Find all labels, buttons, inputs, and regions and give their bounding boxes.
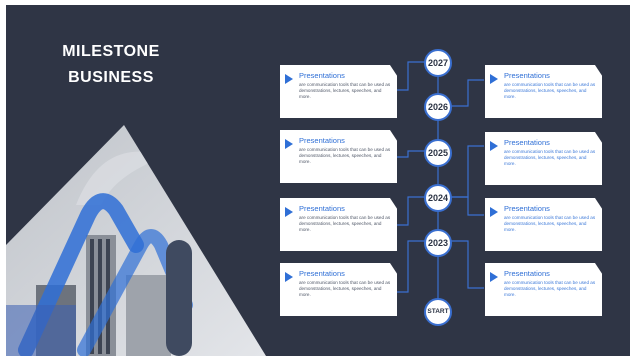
play-triangle-icon bbox=[285, 74, 293, 84]
play-triangle-icon bbox=[285, 272, 293, 282]
card-description: are communication tools that can be used… bbox=[299, 147, 391, 164]
milestone-card-left: Presentations are communication tools th… bbox=[280, 263, 397, 316]
card-title: Presentations bbox=[299, 269, 345, 278]
milestone-card-left: Presentations are communication tools th… bbox=[280, 65, 397, 118]
play-triangle-icon bbox=[490, 141, 498, 151]
milestone-card-right: Presentations are communication tools th… bbox=[485, 65, 602, 118]
card-description: are communication tools that can be used… bbox=[299, 82, 391, 99]
slide-title-line1: MILESTONE bbox=[62, 43, 160, 60]
card-title: Presentations bbox=[504, 71, 550, 80]
card-description: are communication tools that can be used… bbox=[504, 280, 596, 297]
card-description: are communication tools that can be used… bbox=[504, 149, 596, 166]
year-marker-2025: 2025 bbox=[424, 139, 452, 167]
card-description: are communication tools that can be used… bbox=[299, 215, 391, 232]
milestone-card-right: Presentations are communication tools th… bbox=[485, 263, 602, 316]
milestone-card-right: Presentations are communication tools th… bbox=[485, 132, 602, 185]
year-marker-start: START bbox=[424, 298, 452, 326]
year-marker-2024: 2024 bbox=[424, 184, 452, 212]
card-description: are communication tools that can be used… bbox=[299, 280, 391, 297]
play-triangle-icon bbox=[490, 74, 498, 84]
play-triangle-icon bbox=[490, 207, 498, 217]
card-title: Presentations bbox=[299, 71, 345, 80]
slide-title-line2: BUSINESS bbox=[68, 69, 154, 86]
card-title: Presentations bbox=[504, 269, 550, 278]
card-title: Presentations bbox=[299, 136, 345, 145]
building-photo-image bbox=[6, 125, 266, 356]
slide: MILESTONE BUSINESS Presentations are com… bbox=[6, 5, 630, 356]
play-triangle-icon bbox=[285, 207, 293, 217]
play-triangle-icon bbox=[285, 139, 293, 149]
play-triangle-icon bbox=[490, 272, 498, 282]
year-marker-2023: 2023 bbox=[424, 229, 452, 257]
milestone-card-left: Presentations are communication tools th… bbox=[280, 130, 397, 183]
card-title: Presentations bbox=[504, 204, 550, 213]
milestone-card-right: Presentations are communication tools th… bbox=[485, 198, 602, 251]
year-marker-2027: 2027 bbox=[424, 49, 452, 77]
year-marker-2026: 2026 bbox=[424, 93, 452, 121]
card-description: are communication tools that can be used… bbox=[504, 215, 596, 232]
card-description: are communication tools that can be used… bbox=[504, 82, 596, 99]
card-title: Presentations bbox=[504, 138, 550, 147]
milestone-card-left: Presentations are communication tools th… bbox=[280, 198, 397, 251]
card-title: Presentations bbox=[299, 204, 345, 213]
